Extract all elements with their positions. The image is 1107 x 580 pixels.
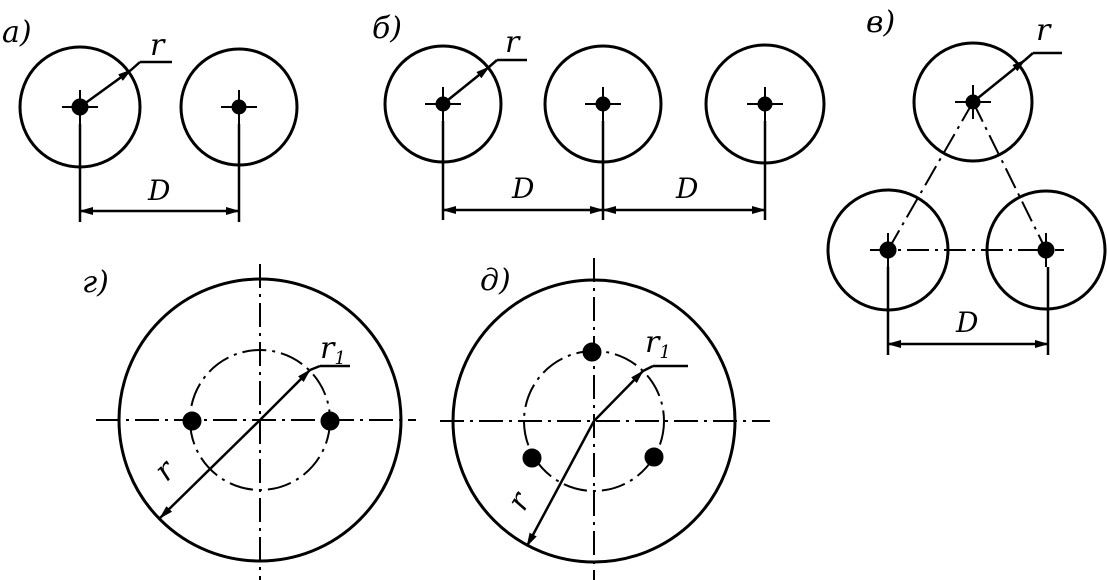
distance-label: D: [955, 306, 978, 339]
outer-radius-label: r: [148, 452, 184, 488]
inner-radius-label: r1: [645, 325, 671, 363]
radius-leader: [1024, 52, 1034, 61]
conductor-circle-top: [912, 41, 1034, 163]
distance-label: D: [675, 172, 698, 205]
inner-radius-leader: [642, 364, 654, 373]
conductor-dot-left: [182, 411, 202, 431]
panel-d: [440, 258, 770, 580]
panel-letter-b: б): [372, 11, 402, 46]
center-dot: [595, 96, 611, 112]
panel-letter-g: г): [82, 265, 109, 300]
center-dot: [1037, 241, 1055, 259]
conductor-dot-top: [582, 342, 602, 362]
conductor-dot-bottom-left: [522, 448, 542, 468]
conductor-dot-right: [320, 411, 340, 431]
outer-radius-arrow: [525, 420, 596, 547]
inner-radius-arrow: [593, 370, 644, 422]
center-dot: [879, 241, 897, 259]
center-dot: [757, 96, 773, 112]
outer-radius-label: r: [501, 485, 539, 516]
radius-arrow: [442, 66, 490, 105]
panel-g: [96, 264, 416, 580]
triangle-centerline: [887, 101, 974, 251]
panel-a: [18, 45, 299, 222]
radius-label: r: [505, 25, 521, 60]
conductor-dot-bottom-right: [644, 447, 664, 467]
inner-radius-arrow: [259, 369, 311, 421]
panel-letter-d: д): [480, 263, 511, 298]
distance-label: D: [511, 172, 534, 205]
radius-arrow: [972, 59, 1026, 103]
distance-label: D: [147, 174, 170, 207]
panel-b: [383, 43, 826, 220]
panel-letter-v: в): [866, 5, 895, 40]
panel-v: [826, 41, 1107, 355]
inner-radius-leader: [309, 364, 321, 372]
panel-letter-a: а): [2, 15, 32, 50]
triangle-centerline: [972, 101, 1047, 251]
radius-leader: [130, 61, 141, 71]
radius-label: r: [150, 28, 166, 63]
radius-leader: [488, 59, 498, 68]
inner-radius-label: r1: [320, 331, 346, 369]
outer-radius-arrow: [159, 419, 261, 519]
radius-arrow: [79, 68, 132, 109]
center-dot: [231, 99, 247, 115]
radius-label: r: [1036, 13, 1052, 48]
